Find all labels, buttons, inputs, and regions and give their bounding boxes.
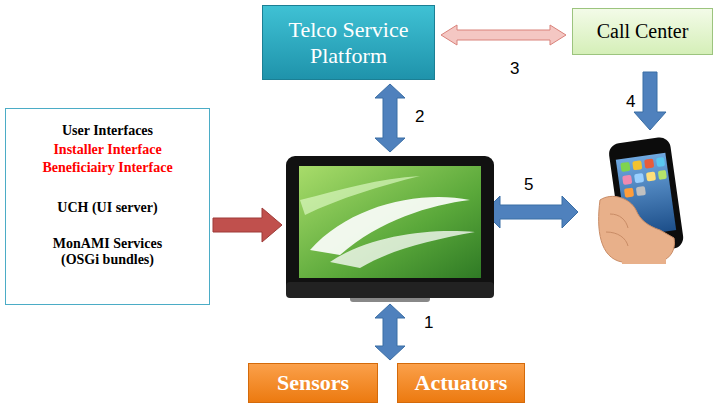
node-text: Call Center xyxy=(597,20,689,43)
interface-panel: User InterfacesInstaller InterfaceBenefi… xyxy=(5,108,210,305)
node-text: Telco Service Platform xyxy=(274,17,424,68)
callout-number: 2 xyxy=(415,108,424,125)
node-text: Sensors xyxy=(277,370,349,395)
computer-illustration xyxy=(286,156,494,302)
node-text: UCH (UI server) xyxy=(57,200,157,216)
node-text: Actuators xyxy=(415,370,508,395)
callout-number: 5 xyxy=(524,176,533,193)
actuator-box: Actuators xyxy=(397,363,525,403)
phone-illustration xyxy=(599,136,685,264)
platform-box: Telco Service Platform xyxy=(262,5,435,80)
callout-number: 1 xyxy=(424,314,433,331)
node-text: Installer Interface xyxy=(53,142,161,158)
sensor-box: Sensors xyxy=(248,363,378,403)
node-text: Beneficiairy Interface xyxy=(42,160,172,176)
callout-number: 3 xyxy=(510,60,519,77)
node-text: User Interfaces xyxy=(62,123,153,139)
callout-number: 4 xyxy=(626,93,635,110)
link-arrow xyxy=(634,72,666,130)
link-arrow xyxy=(484,196,578,228)
input-arrow xyxy=(213,208,282,242)
node-text: MonAMI Services (OSGi bundles) xyxy=(43,236,173,268)
link-arrow xyxy=(375,84,405,152)
link-arrow xyxy=(375,304,405,360)
double-arrow xyxy=(441,25,566,45)
call-center-box: Call Center xyxy=(572,8,713,55)
